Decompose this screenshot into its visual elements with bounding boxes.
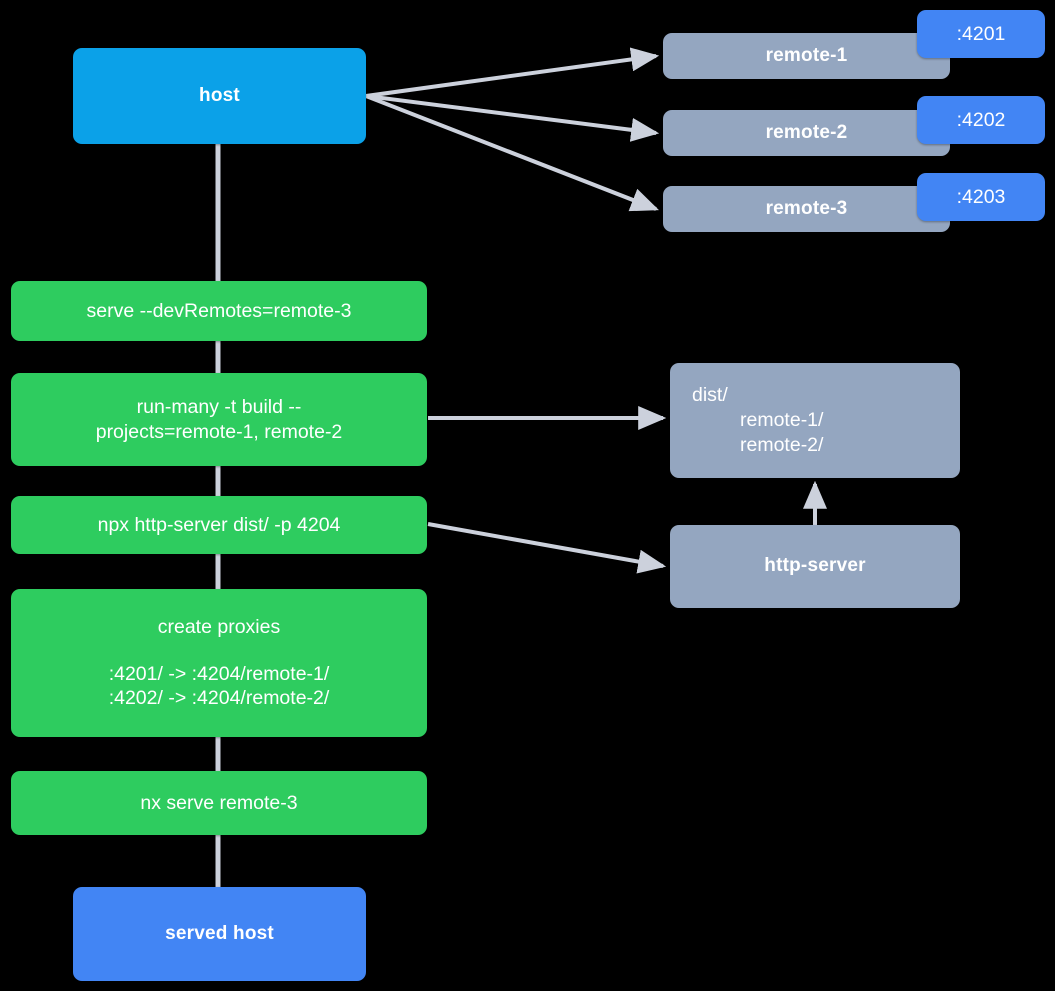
node-remote-1-label: remote-1 xyxy=(765,44,848,66)
node-command-create-proxies[interactable]: create proxies :4201/ -> :4204/remote-1/… xyxy=(11,589,427,737)
node-http-server-label: http-server xyxy=(764,555,866,577)
dist-child-remote-1: remote-1/ xyxy=(740,409,824,432)
node-remote-1[interactable]: remote-1 xyxy=(663,33,950,79)
dist-root-label: dist/ xyxy=(692,384,728,407)
edge-host-to-remote-2 xyxy=(365,94,660,142)
node-command-nx-serve-remote-3[interactable]: nx serve remote-3 xyxy=(11,771,427,835)
badge-port-4202-label: :4202 xyxy=(956,108,1006,131)
node-remote-3-label: remote-3 xyxy=(765,197,848,219)
command-run-many-line-1: run-many -t build -- xyxy=(136,395,302,418)
node-host-label: host xyxy=(199,84,240,106)
node-served-host-label: served host xyxy=(165,922,274,944)
badge-port-4201: :4201 xyxy=(917,10,1045,58)
edge-host-to-remote-3 xyxy=(365,94,659,212)
command-nx-serve-remote-3-line-1: nx serve remote-3 xyxy=(140,791,298,814)
badge-port-4201-label: :4201 xyxy=(956,22,1006,45)
command-run-many-line-2: projects=remote-1, remote-2 xyxy=(95,420,343,443)
edge-host-to-remote-1 xyxy=(365,47,660,98)
badge-port-4203: :4203 xyxy=(917,173,1045,221)
command-npx-http-server-line-1: npx http-server dist/ -p 4204 xyxy=(97,513,341,536)
node-remote-3[interactable]: remote-3 xyxy=(663,186,950,232)
command-create-proxies-map-2: :4202/ -> :4204/remote-2/ xyxy=(108,687,330,710)
node-command-run-many-build[interactable]: run-many -t build -- projects=remote-1, … xyxy=(11,373,427,466)
edge-npx-to-http-server xyxy=(427,522,667,574)
node-host[interactable]: host xyxy=(73,48,366,144)
badge-port-4203-label: :4203 xyxy=(956,185,1006,208)
node-served-host[interactable]: served host xyxy=(73,887,366,981)
node-remote-2[interactable]: remote-2 xyxy=(663,110,950,156)
node-command-serve-dev-remotes[interactable]: serve --devRemotes=remote-3 xyxy=(11,281,427,341)
node-http-server[interactable]: http-server xyxy=(670,525,960,608)
command-serve-dev-remotes-line-1: serve --devRemotes=remote-3 xyxy=(86,299,352,322)
dist-child-remote-2: remote-2/ xyxy=(740,433,824,456)
badge-port-4202: :4202 xyxy=(917,96,1045,144)
node-command-npx-http-server[interactable]: npx http-server dist/ -p 4204 xyxy=(11,496,427,554)
node-remote-2-label: remote-2 xyxy=(765,121,848,143)
command-create-proxies-map-1: :4201/ -> :4204/remote-1/ xyxy=(108,662,330,685)
node-dist-folder[interactable]: dist/ remote-1/ remote-2/ xyxy=(670,363,960,478)
command-create-proxies-title: create proxies xyxy=(157,615,281,638)
